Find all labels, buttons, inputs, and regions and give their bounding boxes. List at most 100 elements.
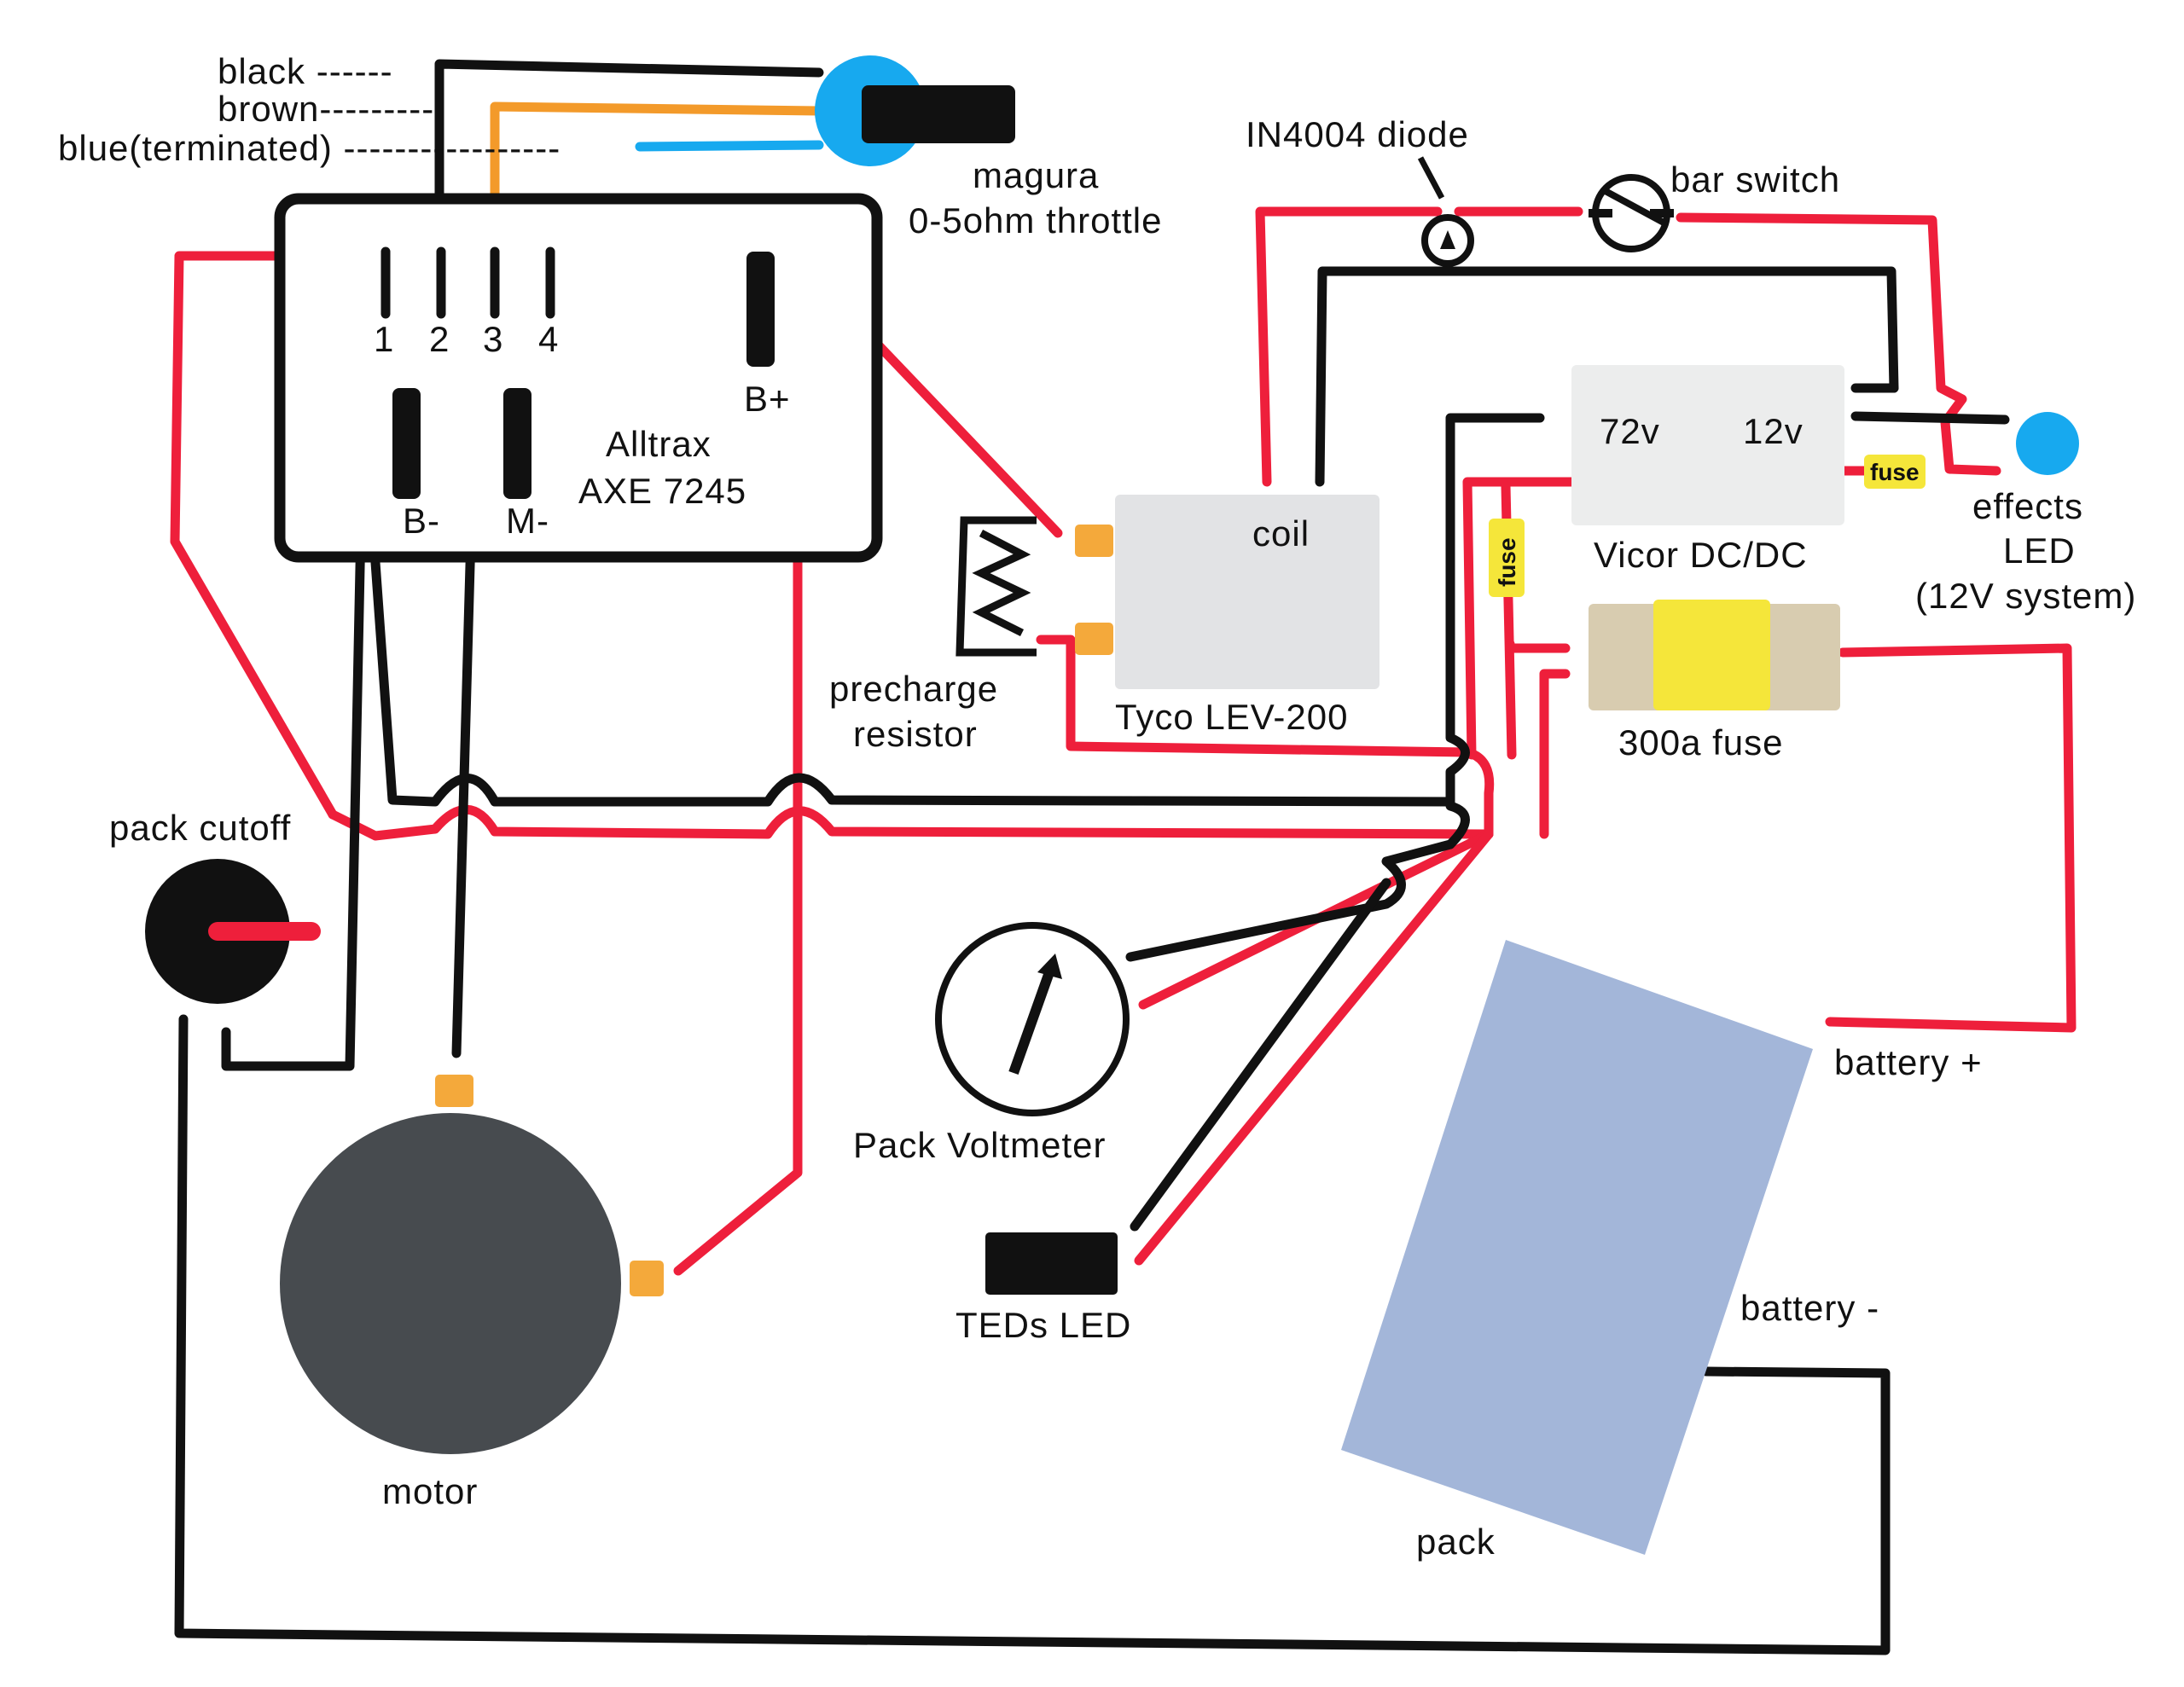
fuse-left-wire	[1505, 639, 1571, 653]
precharge-resistor-zigzag	[972, 530, 1031, 637]
coil-diode-switch-wire	[1255, 206, 1443, 487]
throttle-grip	[862, 85, 1015, 143]
bplus-to-motor-wire	[673, 300, 803, 1276]
bminus-cutoff-wire	[221, 438, 368, 1071]
effects-led: effects LED (12V system)	[1915, 412, 2136, 616]
contactor-body	[1115, 495, 1380, 689]
dcdc-12v-label: 12v	[1743, 411, 1804, 451]
battery-pack-body	[1341, 940, 1813, 1555]
dcdc-name-label: Vicor DC/DC	[1594, 535, 1808, 575]
battery-pack-label: pack	[1416, 1522, 1496, 1562]
contactor-terminal-top	[1075, 525, 1113, 557]
contactor-name-label: Tyco LEV-200	[1115, 697, 1349, 737]
contactor: coil Tyco LEV-200	[1075, 495, 1380, 737]
dcdc-72v-feed-wire	[1462, 477, 1577, 760]
main-fuse-label: 300a fuse	[1618, 722, 1784, 762]
controller-pin-4-label: 4	[538, 319, 559, 359]
effects-led-line1: effects	[1972, 486, 2083, 526]
controller-bplus-label: B+	[744, 379, 791, 419]
teds-led-label: TEDs LED	[956, 1305, 1131, 1345]
throttle-assembly: black ------ brown--------- blue(termina…	[58, 51, 1162, 241]
motor: motor	[280, 1075, 664, 1511]
throttle-spec-label: 0-5ohm throttle	[909, 200, 1162, 241]
controller-mminus-label: M-	[506, 501, 549, 541]
throttle-brown-label: brown---------	[218, 89, 434, 129]
pack-cutoff: pack cutoff	[109, 808, 321, 1004]
controller-box	[274, 193, 883, 563]
effects-led-bulb	[2016, 412, 2079, 475]
coil-ground-wire	[1315, 266, 1899, 487]
pack-voltmeter: Pack Voltmeter	[853, 922, 1130, 1165]
precharge-label-line2: resistor	[853, 714, 978, 754]
contactor-to-fuse-wire	[1462, 747, 1495, 839]
dcdc-12v-out-wire	[1850, 411, 2010, 425]
throttle-name-label: magura	[973, 155, 1099, 195]
pack-positive-bus-wire	[328, 804, 1494, 841]
battery-pack: battery + battery - pack	[1341, 940, 1983, 1562]
dcdc-input-fuse-label: fuse	[1494, 537, 1520, 587]
bar-switch-label: bar switch	[1670, 159, 1840, 200]
throttle-black-wire	[434, 59, 824, 223]
throttle-blue-label: blue(terminated) -----------------	[58, 128, 561, 168]
dcdc-converter: 72v 12v Vicor DC/DC fuse fuse	[1489, 365, 1926, 597]
throttle-blue-wire	[635, 140, 824, 152]
throttle-wires	[434, 59, 824, 223]
pack-negative-return-wire	[174, 1014, 1891, 1655]
dcdc-input-fuse	[1489, 519, 1525, 597]
controller-model-label: AXE 7245	[578, 471, 746, 511]
main-fuse-element	[1653, 600, 1770, 710]
diode-triangle-icon	[1440, 230, 1455, 249]
precharge-label-line1: precharge	[829, 669, 998, 709]
pack-cutoff-label: pack cutoff	[109, 808, 291, 848]
main-fuse: 300a fuse	[1589, 600, 1840, 762]
effects-led-line3: (12V system)	[1915, 576, 2136, 616]
voltmeter-label: Pack Voltmeter	[853, 1125, 1106, 1165]
contactor-coil-label: coil	[1252, 513, 1310, 554]
controller-bminus-terminal	[392, 388, 421, 499]
teds-led-ground-wire	[1130, 878, 1391, 1232]
battery-minus-label: battery -	[1740, 1288, 1879, 1328]
battery-positive-wire	[1825, 643, 2077, 1033]
dcdc-output-fuse-label: fuse	[1870, 459, 1920, 485]
teds-led-body	[985, 1232, 1118, 1295]
dcdc-72v-label: 72v	[1600, 411, 1660, 451]
motor-body	[280, 1113, 621, 1454]
dcdc-body	[1571, 365, 1844, 525]
motor-label: motor	[382, 1471, 478, 1511]
teds-led: TEDs LED	[956, 1232, 1131, 1345]
controller: 1 2 3 4 B+ B- M- Alltrax AXE 7245	[274, 193, 883, 563]
diode-switch: IN4004 diode bar switch	[1246, 114, 1840, 267]
precharge-resistor-icon	[956, 516, 1037, 657]
controller-pin-3-label: 3	[483, 319, 503, 359]
positive-wires	[170, 206, 2077, 1276]
pin1-to-pack-bus-wire	[170, 251, 368, 820]
diode-label: IN4004 diode	[1246, 114, 1469, 154]
precharge-resistor: precharge resistor	[829, 516, 1037, 754]
dcdc-output-fuse	[1864, 455, 1926, 489]
voltmeter-needle-icon	[1008, 970, 1054, 1075]
sensor-ground-bus-wire	[1125, 839, 1455, 962]
controller-name-label: Alltrax	[606, 424, 712, 464]
motor-side-terminal	[630, 1261, 664, 1296]
controller-bplus-terminal	[746, 252, 775, 367]
fuse-bottom-left-wire	[1539, 669, 1571, 839]
precharge-to-contactor-wire	[1036, 635, 1472, 757]
throttle-black-label: black ------	[218, 51, 393, 91]
bminus-bus-wire	[362, 438, 1455, 807]
battery-plus-label: battery +	[1834, 1042, 1983, 1082]
contactor-terminal-bottom	[1075, 623, 1113, 655]
controller-bminus-label: B-	[403, 501, 440, 541]
motor-top-terminal	[435, 1075, 473, 1107]
teds-led-positive-wire	[1134, 829, 1494, 1266]
bar-switch-lever-icon	[1600, 186, 1667, 227]
effects-led-line2: LED	[2003, 530, 2076, 571]
voltmeter-needle-tip-icon	[1037, 954, 1062, 979]
dcdc-ground-wire	[1445, 413, 1545, 849]
switch-to-led-wire	[1676, 212, 2001, 476]
throttle-brown-wire	[490, 101, 824, 218]
controller-pin-2-label: 2	[429, 319, 450, 359]
diode-pointer-arrow	[1417, 156, 1445, 200]
controller-pin-1-label: 1	[374, 319, 394, 359]
controller-mminus-terminal	[503, 388, 531, 499]
